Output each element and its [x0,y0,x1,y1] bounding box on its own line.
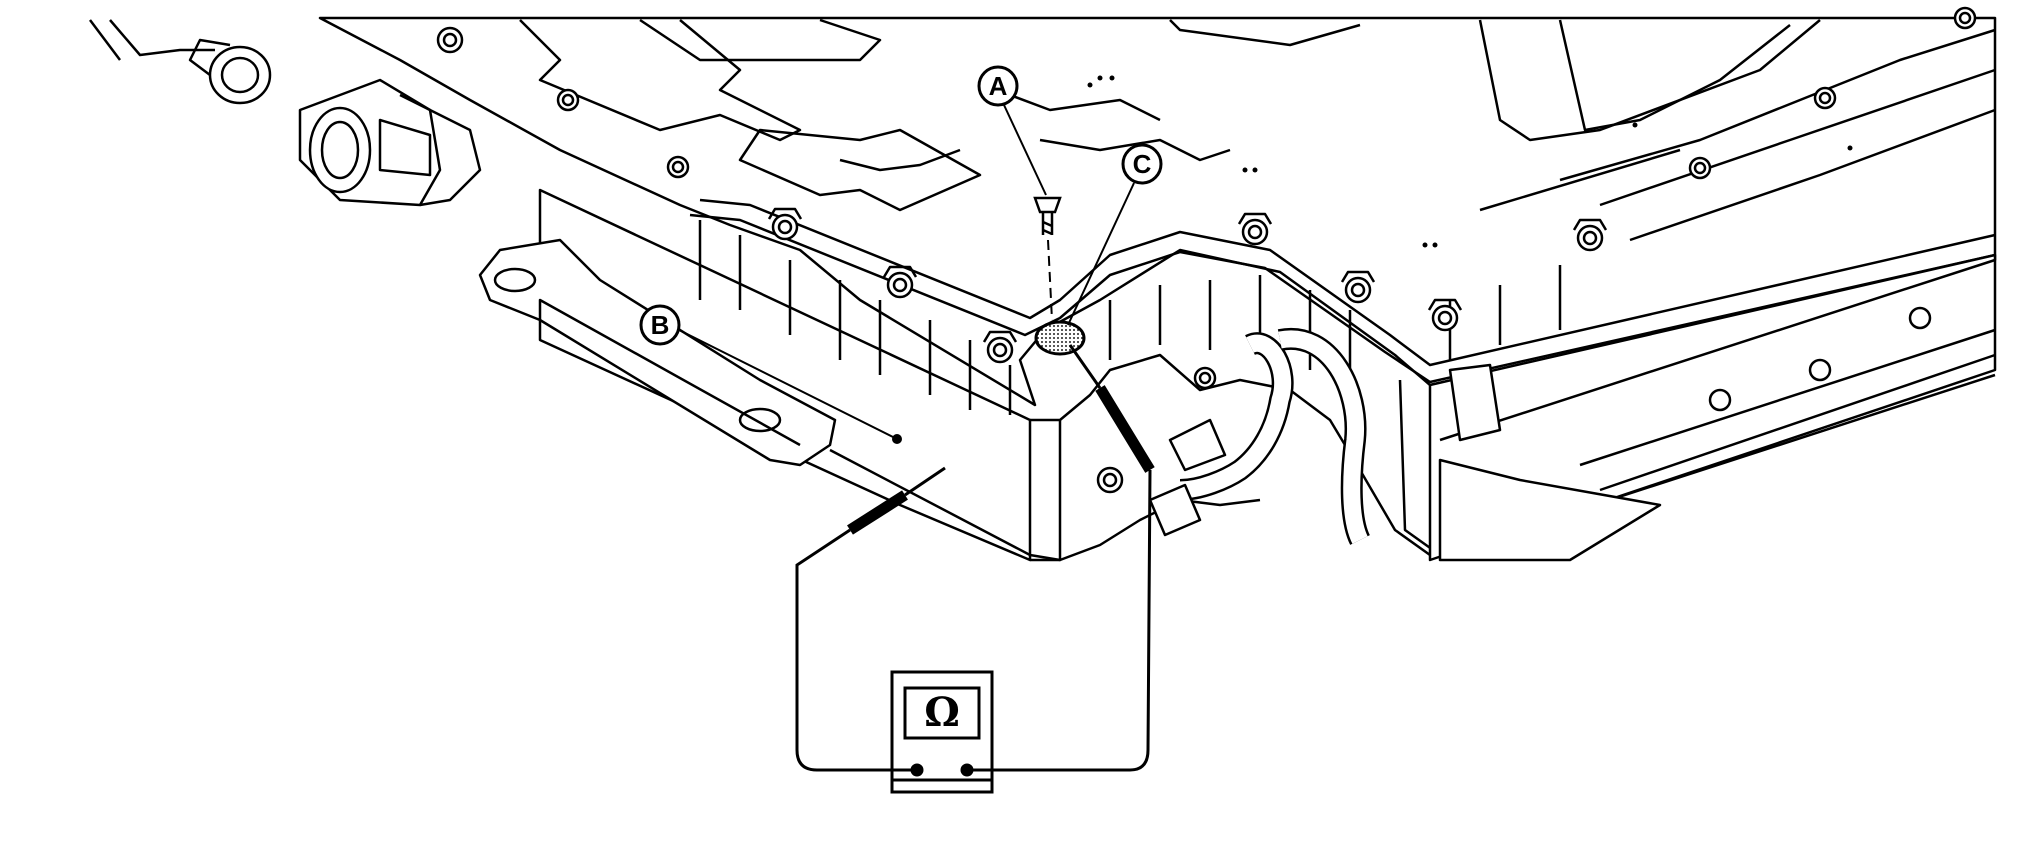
svg-text:C: C [1133,149,1152,179]
side-rail [1599,353,1996,492]
cover-panel [519,19,802,142]
side-rail [1579,328,1996,467]
ohm-symbol: Ω [924,689,960,736]
svg-text:B: B [651,310,670,340]
leader-line-b [678,329,896,439]
ohmmeter-terminal-strip [890,780,994,794]
cover-panel [1599,68,1996,207]
leader-line-c [1067,182,1135,326]
cover-panel [1479,148,1681,212]
cover-dots [1087,75,1853,248]
cover-flange [689,213,1996,384]
cover-panel [738,128,982,212]
side-hole [1908,306,1932,330]
cover-panel [1039,138,1231,162]
wall-edge [1030,420,1062,562]
cover-panel [1558,19,1791,132]
wall-edge [1398,373,1996,557]
ground-bolt-a [1033,196,1062,321]
side-rail [1439,258,1996,442]
battery-pack [89,6,1997,562]
cover-panel [1559,28,1996,182]
callout-a: A [977,65,1047,196]
measurement-point-c [1034,320,1086,356]
coolant-connector [89,19,272,105]
svg-text:A: A [989,71,1008,101]
side-hole [1708,388,1732,412]
cover-panel [1009,93,1161,122]
cover-panel [1478,19,1821,142]
callout-c: C [1067,143,1163,326]
cover-panel [1169,19,1361,47]
mounting-bracket [478,238,837,467]
wall-edge [1030,353,1452,557]
side-bracket [1438,458,1662,562]
wall-ribs [698,220,1562,415]
cover-panel [1629,108,1996,242]
coolant-hose [1278,330,1368,544]
cover-panel [639,18,882,62]
cover-flange [699,198,1996,367]
leader-line-a [1003,104,1047,196]
ohmmeter [890,670,994,794]
callout-b: B [639,304,902,444]
point-b-marker [892,434,902,444]
hv-connector [298,78,482,207]
side-hole [1808,358,1832,382]
ohmmeter-display [903,686,981,740]
hose-fitting [1168,418,1227,472]
side-connector [1448,363,1502,442]
bracket-edge [538,298,801,447]
probe-lead-c [967,344,1155,772]
bracket-hole [493,267,537,293]
cover-bolts [436,6,1977,494]
cover-panel [839,148,961,172]
probe-lead-b [795,466,946,772]
bracket-hole [738,407,782,433]
lower-edge [829,448,1261,562]
coolant-hose [1179,334,1292,499]
hose-fitting [1148,483,1202,537]
